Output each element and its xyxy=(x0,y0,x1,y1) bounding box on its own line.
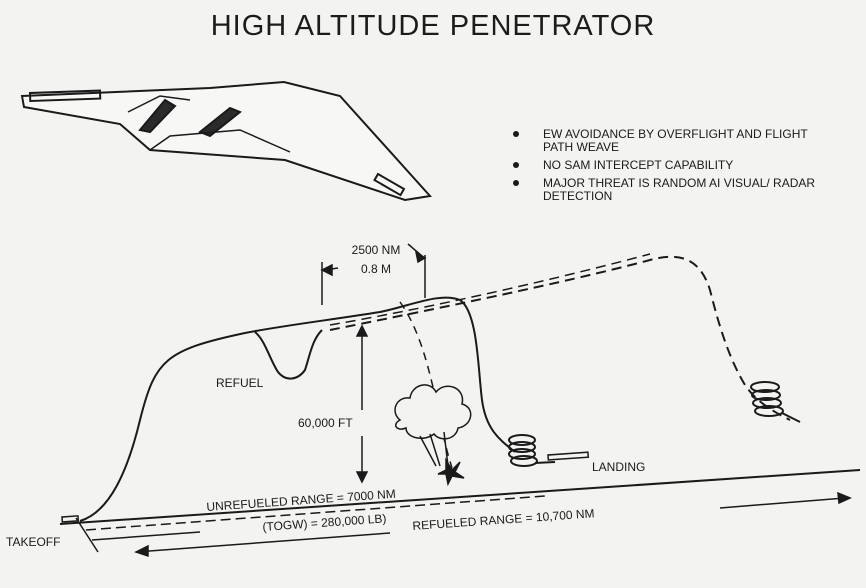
bullet-list: EW AVOIDANCE BY OVERFLIGHT AND FLIGHT PA… xyxy=(508,128,828,208)
ground-line xyxy=(59,451,861,525)
takeoff-label: TAKEOFF xyxy=(6,535,61,549)
landing-spiral xyxy=(508,434,556,467)
bullet-icon xyxy=(513,162,519,168)
refuel-label: REFUEL xyxy=(216,376,264,390)
unrefueled-flight-path xyxy=(79,296,516,522)
distance-dimension xyxy=(320,243,427,305)
refueled-flight-path xyxy=(329,255,791,421)
bullet-text: MAJOR THREAT IS RANDOM AI VISUAL/ RADAR … xyxy=(543,176,816,203)
page-title: HIGH ALTITUDE PENETRATOR xyxy=(210,10,656,42)
bullet-icon xyxy=(513,131,519,137)
range-arrows xyxy=(75,491,852,558)
altitude-dimension xyxy=(355,324,369,484)
flying-wing-aircraft xyxy=(20,80,432,202)
explosion-icon xyxy=(394,384,472,487)
bullet-text: EW AVOIDANCE BY OVERFLIGHT AND FLIGHT PA… xyxy=(543,127,808,154)
refueled-landing-spiral xyxy=(750,381,801,423)
altitude-label: 60,000 FT xyxy=(298,416,353,430)
bullet-item: MAJOR THREAT IS RANDOM AI VISUAL/ RADAR … xyxy=(508,177,828,203)
refuel-dip xyxy=(254,329,323,380)
bullet-item: NO SAM INTERCEPT CAPABILITY xyxy=(508,159,828,172)
distance-label: 2500 NM xyxy=(351,243,401,257)
bullet-item: EW AVOIDANCE BY OVERFLIGHT AND FLIGHT PA… xyxy=(508,128,828,154)
mach-label: 0.8 M xyxy=(360,262,391,276)
bullet-text: NO SAM INTERCEPT CAPABILITY xyxy=(543,158,734,172)
bullet-icon xyxy=(513,180,519,186)
landing-label: LANDING xyxy=(592,460,646,474)
